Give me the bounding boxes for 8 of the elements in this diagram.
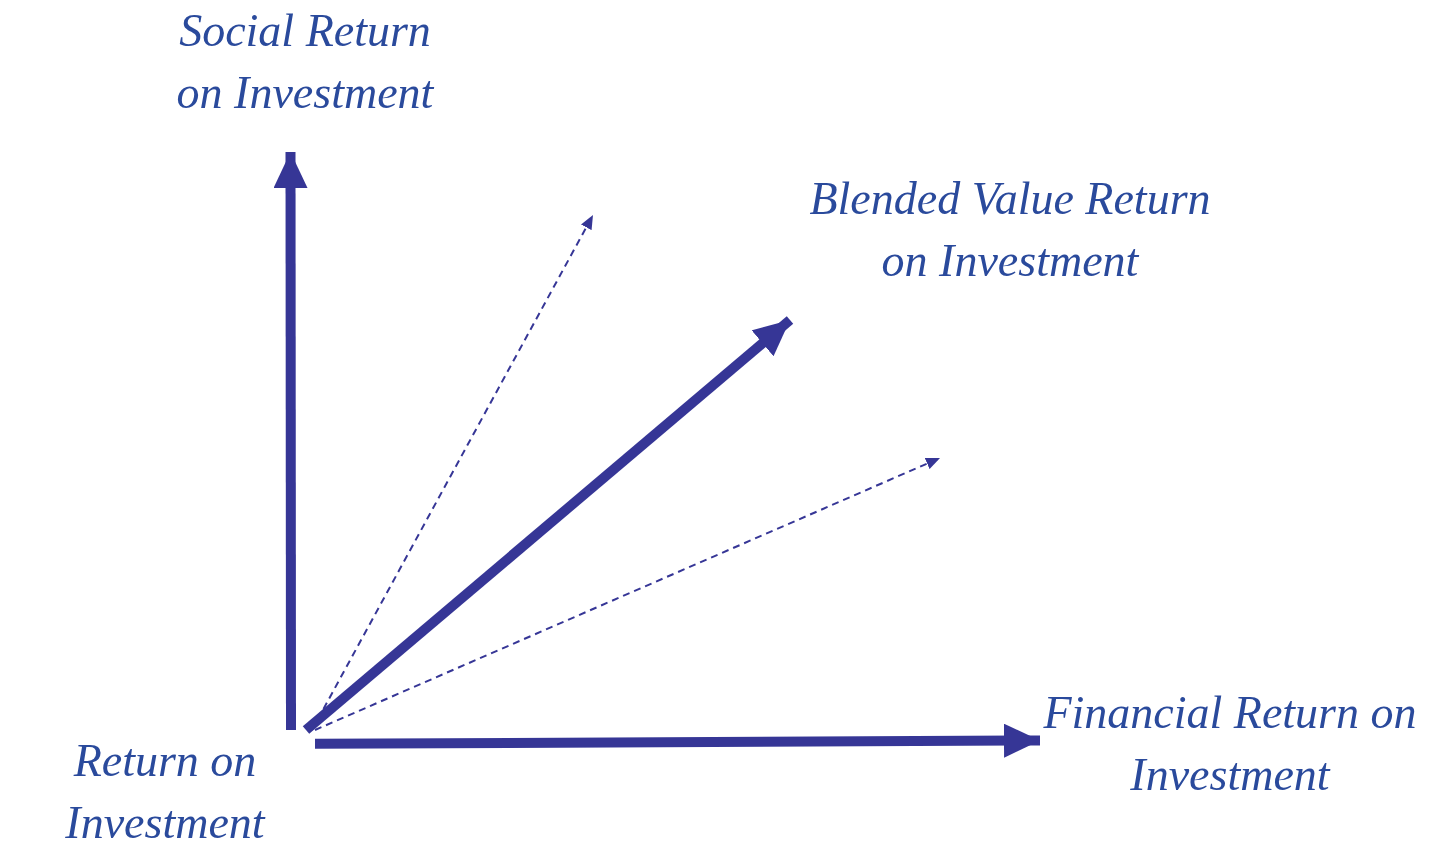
axis-label: Return on Investment <box>64 734 267 845</box>
axis-label: Financial Return on Investment <box>1042 686 1418 802</box>
axis-label: Social Return on Investment <box>175 4 435 120</box>
arrow <box>315 723 1040 758</box>
arrow <box>273 152 308 730</box>
axis-label: Blended Value Return on Investment <box>808 172 1212 288</box>
dashed-arrow <box>314 457 941 731</box>
arrow <box>302 316 794 734</box>
